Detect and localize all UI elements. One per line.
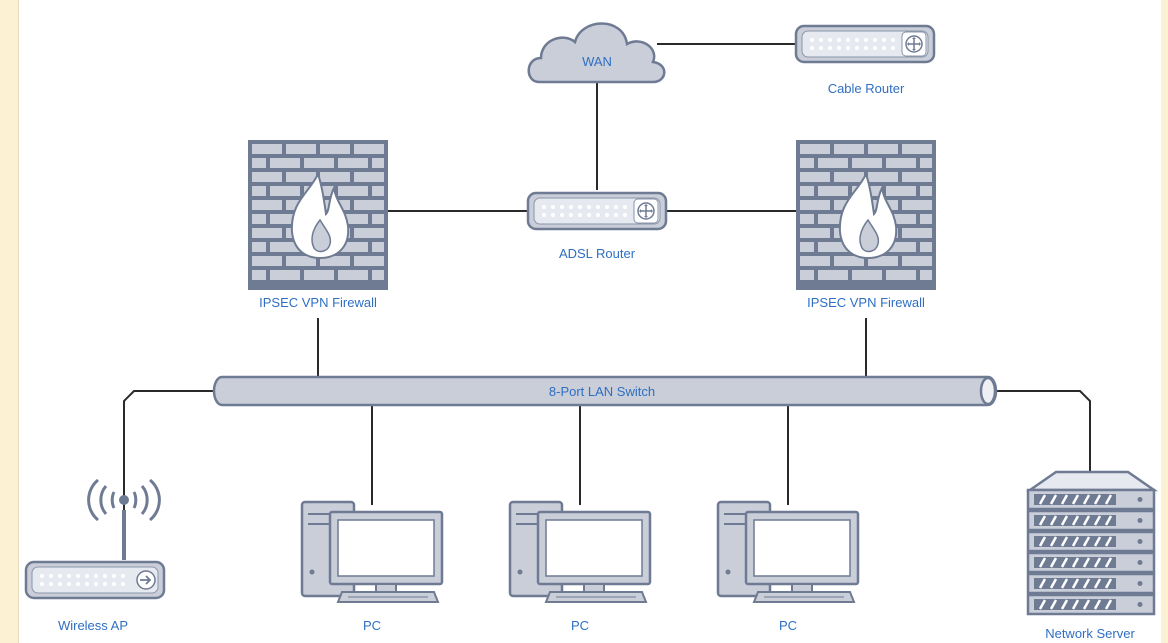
pc-pc2[interactable]: PC — [508, 500, 652, 633]
wireless-ap-wireless-ap[interactable]: Wireless AP — [24, 478, 166, 633]
cable-router-label: Cable Router — [828, 81, 905, 96]
wireless-ap-icon — [24, 478, 166, 600]
wan-label: WAN — [582, 54, 612, 69]
router-cable-router[interactable]: Cable Router — [794, 24, 936, 96]
pc-label: PC — [779, 618, 797, 633]
server-label: Network Server — [1045, 626, 1135, 641]
switch-end-cap — [979, 376, 997, 406]
pc-icon — [508, 500, 652, 604]
firewall-icon — [795, 139, 937, 291]
firewall-right-label: IPSEC VPN Firewall — [807, 295, 925, 310]
router-icon — [794, 24, 936, 64]
wireless-ap-label: Wireless AP — [58, 618, 128, 633]
switch-switch[interactable]: 8-Port LAN Switch — [212, 375, 998, 407]
firewall-icon — [247, 139, 389, 291]
firewall-left-label: IPSEC VPN Firewall — [259, 295, 377, 310]
firewall-firewall-left[interactable]: IPSEC VPN Firewall — [247, 139, 389, 310]
pc-pc1[interactable]: PC — [300, 500, 444, 633]
pc-icon — [716, 500, 860, 604]
pc-pc3[interactable]: PC — [716, 500, 860, 633]
edge-switch-server — [996, 390, 1091, 472]
server-icon — [1025, 470, 1159, 616]
pc-label: PC — [363, 618, 381, 633]
pc-icon — [300, 500, 444, 604]
switch-label: 8-Port LAN Switch — [549, 384, 655, 399]
cloud-icon — [527, 22, 666, 84]
edge-switch-wireless_ap — [123, 390, 214, 560]
cloud-wan[interactable]: WAN — [527, 22, 666, 84]
router-adsl-router[interactable]: ADSL Router — [526, 191, 668, 261]
router-icon — [526, 191, 668, 231]
adsl-router-label: ADSL Router — [559, 246, 636, 261]
firewall-firewall-right[interactable]: IPSEC VPN Firewall — [795, 139, 937, 310]
server-server[interactable]: Network Server — [1025, 470, 1159, 641]
pc-label: PC — [571, 618, 589, 633]
connection-lines — [123, 43, 1091, 560]
